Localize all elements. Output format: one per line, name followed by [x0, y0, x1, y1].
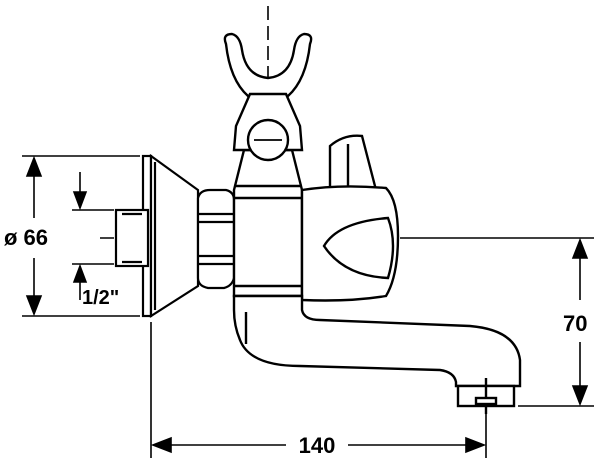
length-arrow-left	[150, 436, 172, 454]
flange-cone	[149, 153, 200, 319]
dimension-thread	[72, 172, 114, 300]
lever-fin	[328, 134, 378, 192]
height-arrow-down	[571, 385, 589, 407]
height-arrow-up	[571, 237, 589, 259]
valve-body-outline	[232, 148, 304, 298]
shower-holder	[223, 32, 313, 162]
wall-pipe	[114, 208, 150, 268]
spout	[232, 294, 522, 414]
hex-nut-body	[196, 188, 236, 290]
diameter-arrow-down	[25, 295, 43, 317]
thread-label: 1/2"	[82, 287, 119, 309]
thread-arrow-up	[72, 263, 88, 283]
pipe-connector	[114, 208, 150, 268]
dimension-height	[406, 237, 594, 407]
diameter-arrow-up	[25, 155, 43, 177]
height-label: 70	[563, 311, 587, 336]
spout-outline	[232, 294, 522, 388]
valve-body	[232, 148, 304, 298]
wall-flange	[141, 153, 200, 319]
lever-handle	[300, 134, 400, 302]
spout-aerator-notch	[474, 396, 498, 406]
hex-nut	[196, 188, 236, 290]
length-arrow-right	[465, 436, 487, 454]
thread-arrow-down	[72, 191, 88, 211]
dimension-diameter	[22, 155, 140, 317]
length-label: 140	[299, 433, 336, 458]
diameter-label: ø 66	[4, 225, 48, 250]
dimension-length	[150, 322, 487, 458]
lever-cutout	[322, 216, 395, 280]
